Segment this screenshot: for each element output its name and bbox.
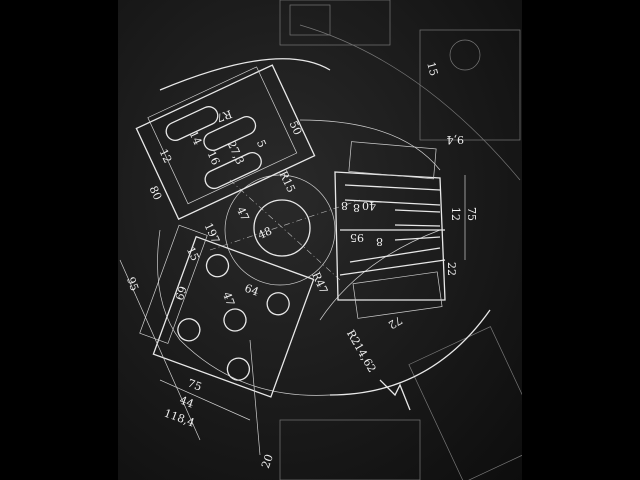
dim-label: R7	[215, 107, 234, 124]
dim-label: 16	[205, 149, 223, 167]
dimension-labels: R7 50 12 14 16 27,3 5 R15 80 197 48 47 1…	[124, 61, 478, 471]
dim-label: 40	[362, 199, 376, 212]
dim-label: 8	[376, 235, 383, 248]
dim-label: 75	[186, 377, 204, 394]
dim-label: 22	[445, 262, 458, 276]
dim-label: 47	[234, 205, 252, 223]
dim-label: 12	[157, 147, 175, 165]
dim-label: 5	[254, 138, 269, 150]
dim-label: 80	[147, 184, 165, 202]
blueprint-image: R7 50 12 14 16 27,3 5 R15 80 197 48 47 1…	[118, 0, 522, 480]
dim-label: 15	[184, 245, 202, 263]
dim-label: 20	[259, 453, 276, 471]
dim-label: 95	[124, 275, 141, 293]
dim-label: 47	[220, 290, 237, 308]
hole-plate-part	[139, 224, 315, 398]
faint-background-drawings	[279, 0, 522, 480]
comb-part	[334, 141, 466, 319]
dim-label: 15	[424, 61, 440, 78]
dim-label: R15	[277, 169, 298, 195]
dim-label: 72	[386, 313, 405, 331]
dim-label: 9,4	[447, 133, 465, 146]
dim-label: 95	[350, 231, 364, 244]
dim-label: 12	[449, 207, 462, 221]
dim-label: 44	[178, 394, 196, 411]
slotted-plate-part	[135, 64, 316, 220]
dim-label: 14	[187, 129, 205, 147]
dim-label: 75	[465, 207, 478, 221]
dim-label: 64	[243, 282, 261, 299]
technical-drawing: R7 50 12 14 16 27,3 5 R15 80 197 48 47 1…	[119, 0, 522, 480]
dim-label: 8	[341, 199, 348, 212]
dim-label: 8	[353, 201, 360, 214]
dim-label: 48	[256, 224, 274, 242]
dim-label: 50	[287, 119, 305, 137]
dim-label: R214,62	[344, 328, 379, 375]
dim-label: 69	[173, 285, 190, 303]
